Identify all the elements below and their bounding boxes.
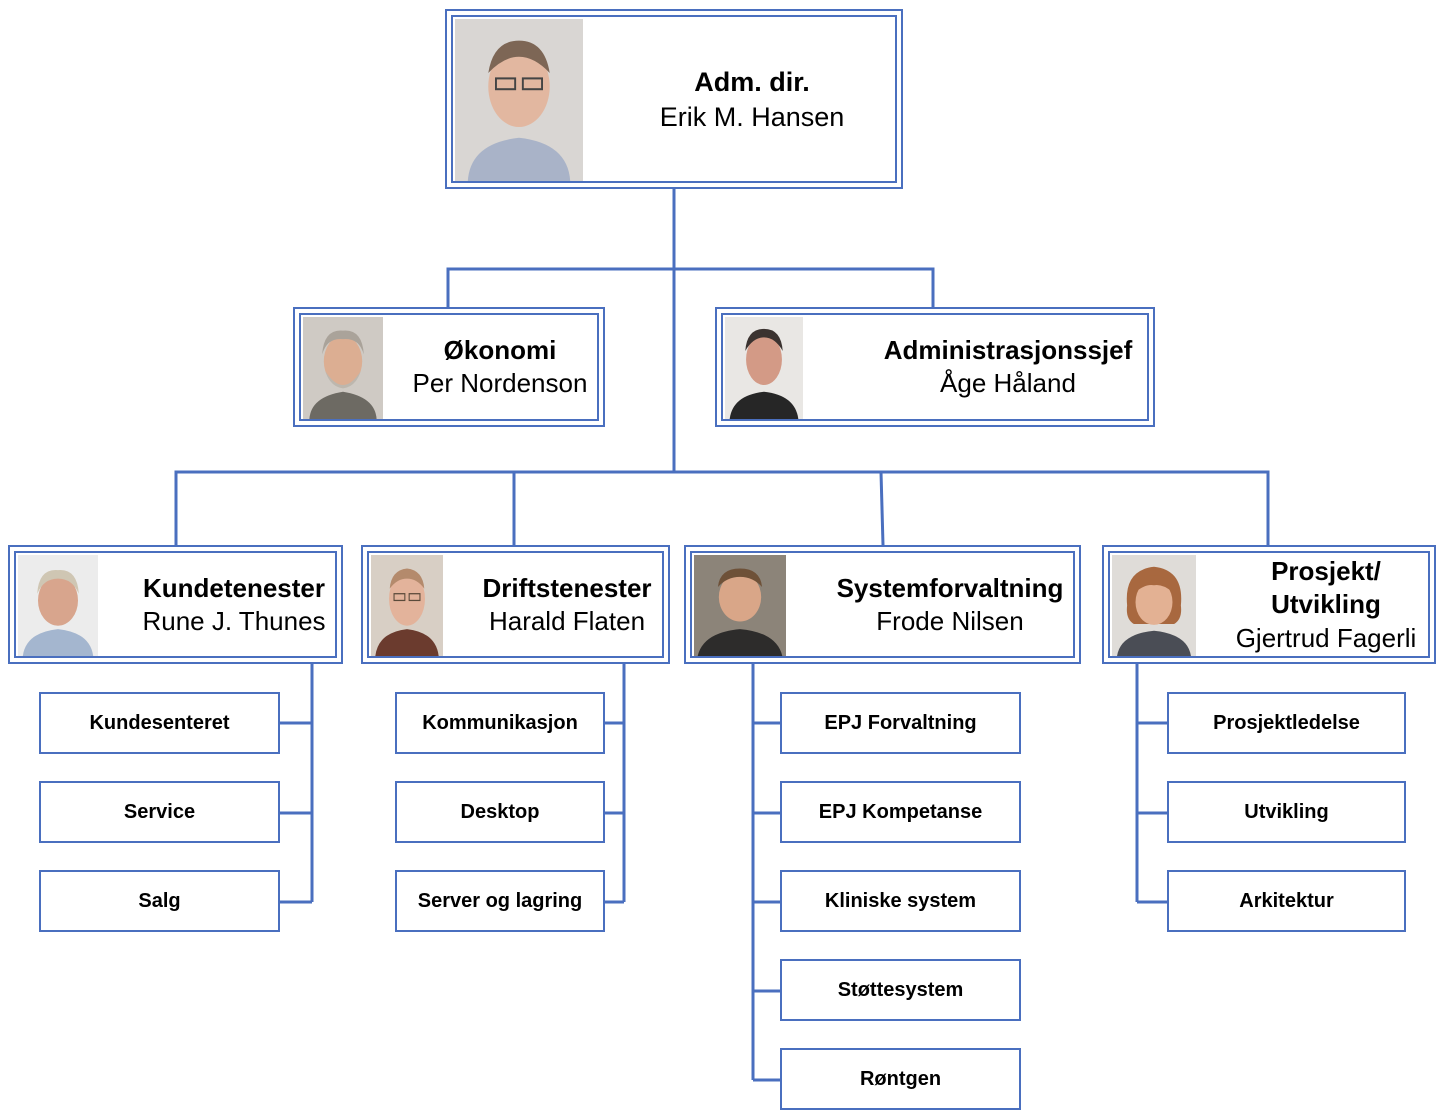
driftstenester-title: Driftstenester [482,573,652,603]
driftstenester-photo [371,555,443,656]
driftstenester-name: Harald Flaten [488,606,646,637]
staff-card-okonomi: Økonomi Per Nordenson [293,307,605,427]
department-card-systemforvaltning: Systemforvaltning Frode Nilsen [684,545,1081,664]
unit-utvikling: Utvikling [1167,781,1406,843]
department-card-prosjekt-utvikling: Prosjekt/ Utvikling Gjertrud Fagerli [1102,545,1436,664]
unit-stottesystem: Støttesystem [780,959,1021,1021]
okonomi-photo [303,317,383,419]
unit-kundesenteret: Kundesenteret [39,692,280,754]
unit-rontgen: Røntgen [780,1048,1021,1110]
okonomi-name: Per Nordenson [412,368,588,399]
ceo-photo [455,19,583,181]
prosjekt-utvikling-name: Gjertrud Fagerli [1235,622,1417,653]
okonomi-title: Økonomi [443,335,557,365]
systemforvaltning-name: Frode Nilsen [876,606,1024,637]
ceo-card: Adm. dir. Erik M. Hansen [445,9,903,189]
staff-card-administrasjonssjef: Administrasjonssjef Åge Håland [715,307,1155,427]
prosjekt-utvikling-photo [1112,555,1196,656]
administrasjonssjef-name: Åge Håland [940,368,1076,399]
unit-epj-kompetanse: EPJ Kompetanse [780,781,1021,843]
unit-salg: Salg [39,870,280,932]
unit-service: Service [39,781,280,843]
kundetenester-title: Kundetenester [142,573,326,603]
systemforvaltning-photo [694,555,786,656]
unit-kliniske-system: Kliniske system [780,870,1021,932]
department-card-kundetenester: Kundetenester Rune J. Thunes [8,545,343,664]
unit-prosjektledelse: Prosjektledelse [1167,692,1406,754]
systemforvaltning-title: Systemforvaltning [836,573,1064,603]
unit-arkitektur: Arkitektur [1167,870,1406,932]
department-card-driftstenester: Driftstenester Harald Flaten [361,545,670,664]
unit-epj-forvaltning: EPJ Forvaltning [780,692,1021,754]
ceo-title: Adm. dir. [694,67,810,97]
administrasjonssjef-photo [725,317,803,419]
unit-kommunikasjon: Kommunikasjon [395,692,605,754]
unit-server-og-lagring: Server og lagring [395,870,605,932]
kundetenester-photo [18,555,98,656]
administrasjonssjef-title: Administrasjonssjef [883,335,1133,365]
kundetenester-name: Rune J. Thunes [142,606,326,637]
prosjekt-utvikling-title: Prosjekt/ Utvikling [1271,556,1381,620]
ceo-name: Erik M. Hansen [659,101,845,132]
unit-desktop: Desktop [395,781,605,843]
